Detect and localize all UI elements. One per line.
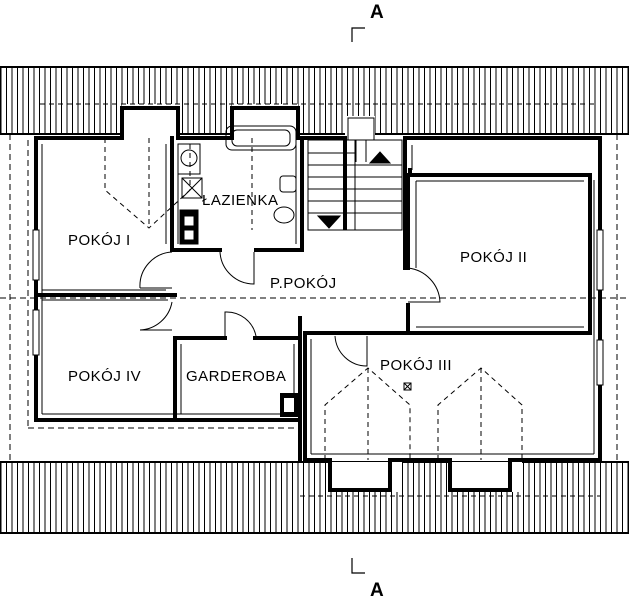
section-letter-bottom: A [370, 580, 384, 600]
knee-wall-lines [0, 134, 629, 462]
section-marker-bottom: A [351, 558, 384, 600]
ceiling-vent-icon [403, 382, 412, 391]
windows [32, 229, 604, 386]
door-swings [139, 251, 441, 367]
section-marker-top: A [351, 2, 384, 42]
roof-top [0, 66, 629, 136]
chimney [280, 393, 298, 417]
dormer-outlines [104, 138, 523, 460]
room-label-pokoj-1: POKÓJ I [68, 232, 131, 249]
room-label-lazienka: ŁAZIENKA [202, 192, 279, 209]
bathroom-fixtures [177, 125, 297, 245]
room-label-pokoj-2: POKÓJ II [460, 249, 527, 266]
inner-wall-lines [41, 144, 595, 455]
room-label-pokoj-3: POKÓJ III [380, 357, 452, 374]
room-label-garderoba: GARDEROBA [186, 368, 286, 385]
room-label-p-pokoj: P.POKÓJ [270, 275, 337, 292]
section-letter-top: A [370, 2, 384, 23]
room-label-pokoj-4: POKÓJ IV [68, 368, 141, 385]
staircase [307, 117, 403, 231]
roof-bottom [0, 461, 629, 534]
